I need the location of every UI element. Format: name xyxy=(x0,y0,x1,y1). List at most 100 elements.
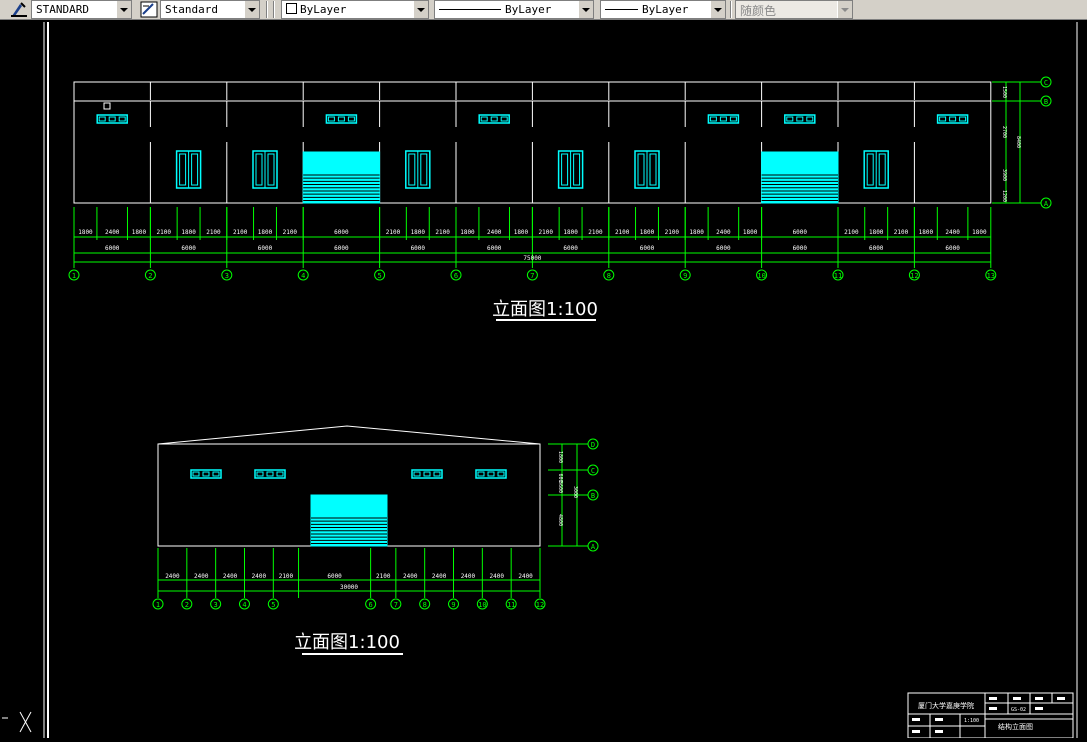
axis-label: 5 xyxy=(377,272,381,280)
dim-text: 1800 xyxy=(258,229,273,236)
dim-text: 1800 xyxy=(78,229,93,236)
dim-text: 6000 xyxy=(945,245,960,252)
dim-text: 6000 xyxy=(327,573,342,580)
text-style-value: STANDARD xyxy=(36,3,89,16)
chevron-down-icon[interactable] xyxy=(413,1,428,18)
window-pane xyxy=(212,471,220,477)
axis-label: 7 xyxy=(530,272,534,280)
axis-bubble xyxy=(1040,76,1052,88)
chevron-down-icon[interactable] xyxy=(116,1,131,18)
axis-label: A xyxy=(591,543,596,551)
properties-toolbar: STANDARD Standard ByLayer ByLayer ByLaye… xyxy=(0,0,1087,20)
window-pane xyxy=(939,116,947,122)
dim-text: 1800 xyxy=(563,229,578,236)
chevron-down-icon[interactable] xyxy=(710,1,725,18)
window-pane xyxy=(729,116,737,122)
axis-bubble xyxy=(374,269,386,281)
window-pane xyxy=(255,153,263,186)
dim-style-icon[interactable] xyxy=(140,1,158,18)
axis-label: 8 xyxy=(607,272,611,280)
dim-style-select[interactable]: Standard xyxy=(160,0,260,19)
chevron-down-icon[interactable] xyxy=(578,1,593,18)
window-pane xyxy=(420,153,428,186)
chevron-down-icon[interactable] xyxy=(244,1,259,18)
axis-bubble xyxy=(419,598,431,610)
dim-text: 6000 xyxy=(181,245,196,252)
axis-bubble xyxy=(221,269,233,281)
window-pane xyxy=(796,116,804,122)
drawing-canvas[interactable]: 1800 2400 1800 2100 1800 2100 2100 1800 2100 6000… xyxy=(0,20,1087,739)
ribbon-window xyxy=(475,469,507,479)
axis-bubble xyxy=(297,269,309,281)
dim-text: 1800 xyxy=(640,229,655,236)
window-pane xyxy=(709,116,717,122)
axis-label: B xyxy=(1044,98,1048,106)
text-style-select[interactable]: STANDARD xyxy=(31,0,132,19)
axis-label: 12 xyxy=(536,601,544,609)
ribbon-window xyxy=(936,114,969,124)
dim-text: 6000 xyxy=(487,245,502,252)
plot-style-select: 随颜色 xyxy=(735,0,853,19)
level-dim-text: 1500 xyxy=(1001,86,1007,98)
window-pane xyxy=(959,116,967,122)
axis-label: 11 xyxy=(834,272,842,280)
axis-label: 6 xyxy=(454,272,458,280)
color-select[interactable]: ByLayer xyxy=(281,0,429,19)
window-pane xyxy=(108,116,116,122)
window-pane xyxy=(191,153,199,186)
window-pane xyxy=(327,116,335,122)
dim-text: 2100 xyxy=(588,229,603,236)
axis-label: 10 xyxy=(478,601,486,609)
axis-bubble xyxy=(587,464,599,476)
axis-label: B xyxy=(591,492,595,500)
dim-text: 2100 xyxy=(376,573,391,580)
dim-text: 2100 xyxy=(894,229,909,236)
axis-label: 9 xyxy=(683,272,687,280)
marker-square xyxy=(103,102,111,110)
linetype-select[interactable]: ByLayer xyxy=(434,0,594,19)
ucs-icon xyxy=(2,711,32,733)
axis-label: 7 xyxy=(394,601,398,609)
front-elevation-windows xyxy=(96,114,969,204)
axis-bubble xyxy=(908,269,920,281)
window-pane xyxy=(423,471,431,477)
dim-text: 2100 xyxy=(386,229,401,236)
dim-text: 6000 xyxy=(793,229,808,236)
title-block-drawing-name: 结构立面图 xyxy=(998,722,1033,731)
dim-text: 2400 xyxy=(223,573,238,580)
level-dim-text: 3900 xyxy=(1001,169,1007,181)
axis-bubble xyxy=(448,598,460,610)
axis-label: 5 xyxy=(271,601,275,609)
side-elevation-windows xyxy=(190,469,507,547)
axis-bubble xyxy=(390,598,402,610)
dim-text: 1800 xyxy=(132,229,147,236)
dim-text: 1800 xyxy=(514,229,529,236)
title-block-scale: 1:100 xyxy=(964,718,979,724)
lineweight-select[interactable]: ByLayer xyxy=(600,0,726,19)
axis-bubble xyxy=(181,598,193,610)
lineweight-preview-icon xyxy=(605,9,638,10)
window-pane xyxy=(500,116,508,122)
axis-label: D xyxy=(591,441,595,449)
dim-text: 2400 xyxy=(487,229,502,236)
dim-style-value: Standard xyxy=(165,3,218,16)
window-pane xyxy=(192,471,200,477)
window-pane xyxy=(433,471,441,477)
dim-text: 2400 xyxy=(105,229,120,236)
axis-bubble xyxy=(210,598,222,610)
axis-label: 13 xyxy=(987,272,995,280)
window-pane xyxy=(719,116,727,122)
dim-text: 2100 xyxy=(665,229,680,236)
dim-text: 6000 xyxy=(869,245,884,252)
text-style-icon[interactable] xyxy=(10,1,28,18)
axis-label: 8 xyxy=(423,601,427,609)
axis-bubble xyxy=(985,269,997,281)
dim-text: 2400 xyxy=(518,573,533,580)
roller-door xyxy=(761,151,839,204)
dim-text: 2100 xyxy=(615,229,630,236)
ribbon-window xyxy=(707,114,740,124)
toolbar-separator xyxy=(266,1,268,18)
dim-text: 1800 xyxy=(869,229,884,236)
